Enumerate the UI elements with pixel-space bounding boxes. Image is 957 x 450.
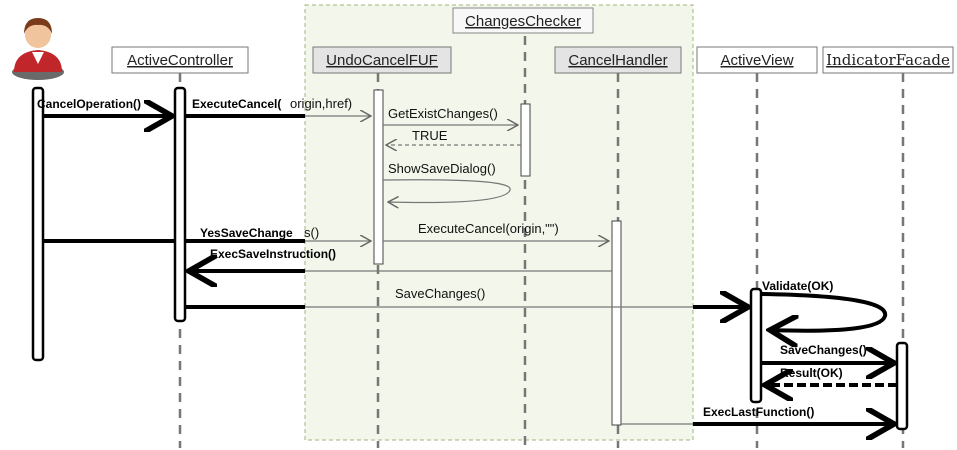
undo-cancel-fuf-activation [373,89,384,265]
msg-execute-cancel-empty: ExecuteCancel(origin,"") [418,221,559,236]
participant-indicator-facade: IndicatorFacade [822,46,954,74]
bold-arrows [43,116,894,424]
msg-cancel-operation: CancelOperation() [37,97,141,111]
actor-activation [31,86,45,362]
msg-exec-save-instruction: ExecSaveInstruction() [210,247,336,261]
user-actor-icon [12,18,64,80]
active-controller-activation [173,86,187,323]
changes-checker-activation [520,103,531,177]
msg-save-changes: SaveChanges() [395,286,485,301]
cancel-handler-activation [611,220,622,426]
changeschecker-label-box [452,7,594,34]
undo-cancel-fuf-label: UndoCancelFUF [326,52,438,69]
changeschecker-group [304,4,694,441]
msg-true-return: TRUE [412,128,448,143]
msg-exec-last-function: ExecLastFunction() [703,405,814,419]
msg-show-save-dialog: ShowSaveDialog() [388,161,496,176]
active-view-activation [749,287,763,404]
msg-yes-save-changes-tail: s() [304,225,319,240]
cancel-handler-label: CancelHandler [568,52,667,69]
active-view-label: ActiveView [720,52,793,69]
participant-active-view: ActiveView [696,46,818,74]
msg-get-exist-changes: GetExistChanges() [388,106,498,121]
participant-cancel-handler: CancelHandler [554,46,682,74]
msg-execute-cancel-args: origin,href) [290,96,352,111]
participant-undo-cancel-fuf: UndoCancelFUF [312,46,452,74]
msg-execute-cancel-bold: ExecuteCancel( [192,97,281,111]
thin-arrows [305,116,693,425]
changeschecker-label: ChangesChecker [465,13,581,30]
participant-active-controller: ActiveController [111,46,249,74]
msg-result-ok: Result(OK) [780,366,843,380]
indicator-facade-activation [895,341,909,431]
msg-yes-save-changes-bold: YesSaveChange [200,226,293,240]
activation-bars [31,86,909,431]
msg-save-changes-bold: SaveChanges() [780,343,867,357]
msg-validate-ok: Validate(OK) [762,279,833,293]
indicator-facade-label: IndicatorFacade [826,51,950,69]
active-controller-label: ActiveController [127,52,233,69]
